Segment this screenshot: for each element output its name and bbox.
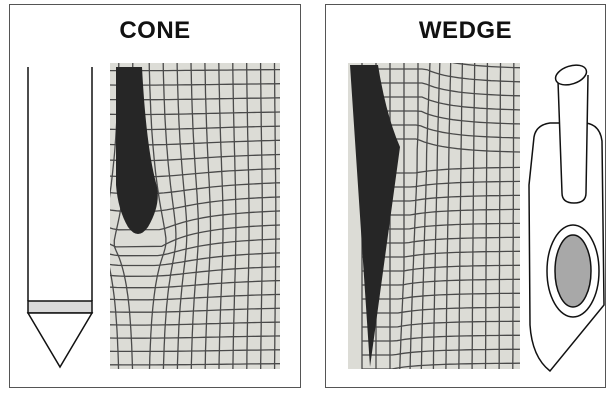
wedge-tool-icon bbox=[529, 61, 604, 371]
wedge-panel: WEDGE bbox=[325, 4, 606, 388]
wedge-soil-photo bbox=[348, 41, 526, 379]
cone-soil-photo bbox=[94, 56, 288, 375]
cone-panel: CONE bbox=[9, 4, 301, 388]
cone-illustration bbox=[10, 5, 302, 389]
grid-line bbox=[94, 56, 105, 374]
grid-line bbox=[105, 56, 286, 57]
grid-line bbox=[362, 41, 526, 54]
cone-penetrometer-icon bbox=[28, 67, 92, 367]
wedge-illustration bbox=[326, 5, 607, 389]
